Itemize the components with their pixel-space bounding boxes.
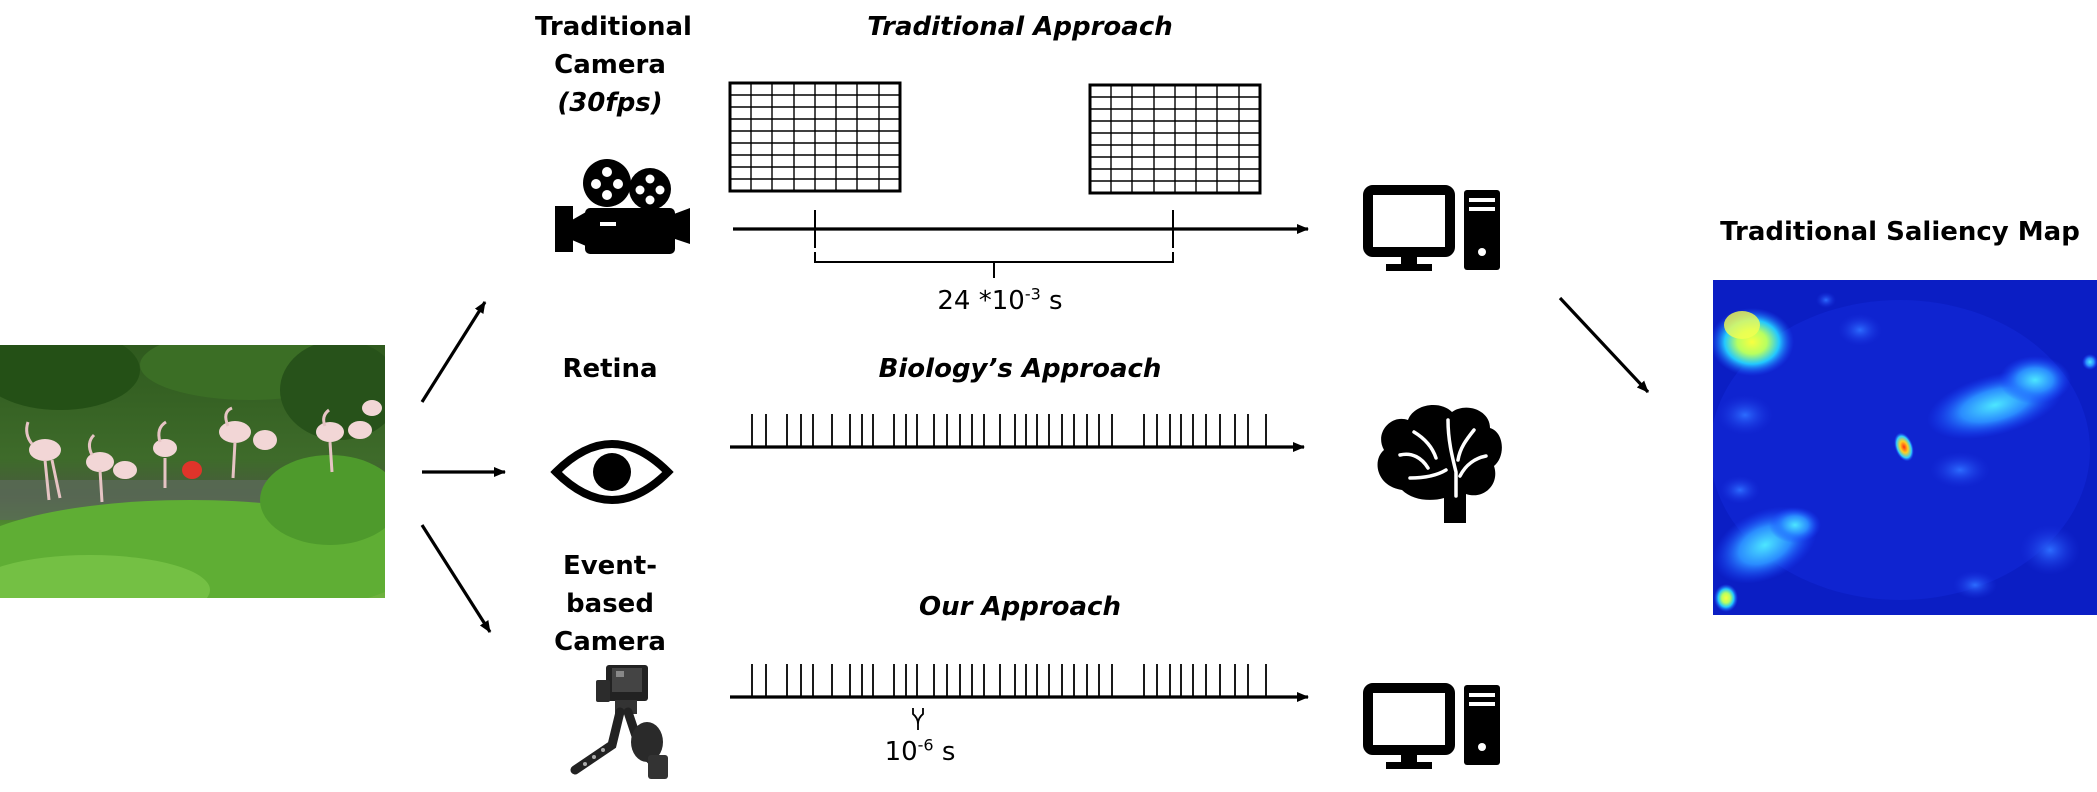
biology-spike-train	[751, 414, 1267, 447]
frame-interval-bracket	[814, 252, 1174, 278]
saliency-map-title: Traditional Saliency Map	[1720, 217, 2080, 247]
biology-approach-label: Biology’s Approach	[878, 354, 1162, 384]
retina-label: Retina	[562, 354, 658, 384]
event-interval-bracket	[912, 708, 924, 730]
frame-grid-2	[1088, 83, 1262, 195]
arrow-to-event-camera	[420, 524, 492, 633]
input-arrows	[420, 296, 1650, 633]
traditional-approach-label: Traditional Approach	[867, 12, 1173, 42]
movie-camera-icon	[555, 159, 690, 254]
frame-interval-label: 24 *10-3 s	[937, 284, 1063, 316]
saliency-map-image	[1713, 280, 2097, 615]
scene-photo-icon	[0, 345, 385, 598]
our-approach-label: Our Approach	[919, 592, 1121, 622]
desktop-computer-icon	[1363, 185, 1500, 271]
event-camera-icon	[570, 665, 668, 779]
event-camera-label: Event-based Camera	[554, 551, 666, 657]
event-spike-train	[751, 664, 1267, 697]
desktop-computer-icon-2	[1363, 683, 1500, 769]
arrow-to-camera	[420, 301, 487, 403]
eye-icon	[550, 440, 674, 504]
frame-grid-1	[728, 81, 902, 193]
traditional-camera-label: Traditional Camera (30fps)	[510, 8, 710, 122]
brain-icon	[1377, 405, 1502, 523]
arrow-to-saliency-map	[1558, 296, 1650, 394]
frame-rate-label: (30fps)	[557, 88, 663, 118]
event-interval-label: 10-6 s	[884, 735, 956, 767]
